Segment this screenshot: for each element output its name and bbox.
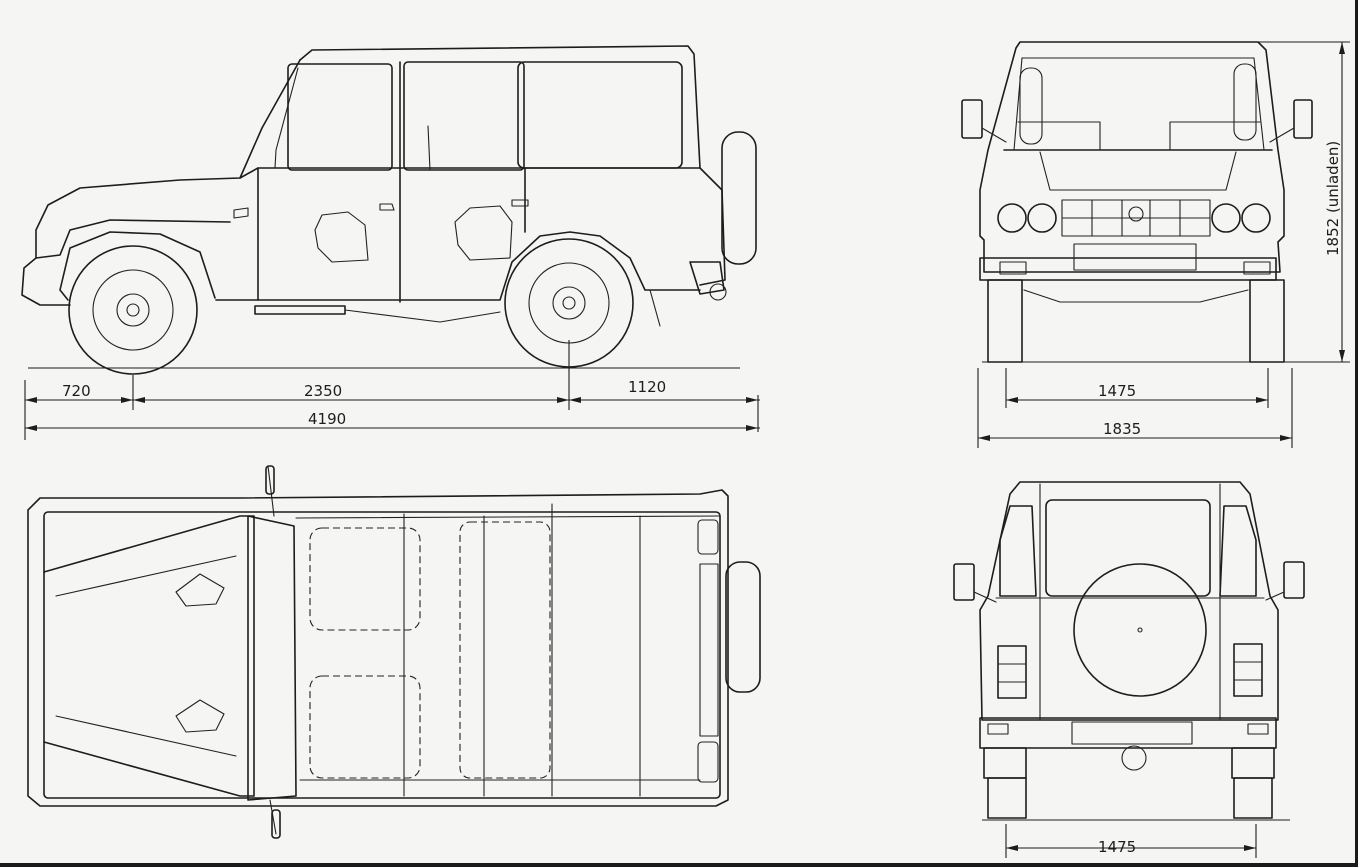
dim-overall-length: 4190 <box>308 410 346 428</box>
dim-rear-overhang: 1120 <box>628 378 666 396</box>
dim-front-overhang: 720 <box>62 382 91 400</box>
rear-view: 1475 <box>953 481 1305 858</box>
top-view <box>27 465 761 839</box>
side-view: 720 2350 1120 4190 <box>21 45 760 440</box>
side-dimensions: 720 2350 1120 4190 <box>24 340 760 440</box>
dim-overall-height: 1852 (unladen) <box>1324 141 1342 256</box>
rear-dimensions: 1475 <box>1005 824 1257 858</box>
front-view: 1475 1835 1852 (unladen) <box>961 41 1350 448</box>
front-dimensions: 1475 1835 1852 (unladen) <box>977 41 1350 448</box>
dim-rear-track: 1475 <box>1098 838 1136 856</box>
dim-front-track: 1475 <box>1098 382 1136 400</box>
dim-wheelbase: 2350 <box>304 382 342 400</box>
dim-overall-width: 1835 <box>1103 420 1141 438</box>
